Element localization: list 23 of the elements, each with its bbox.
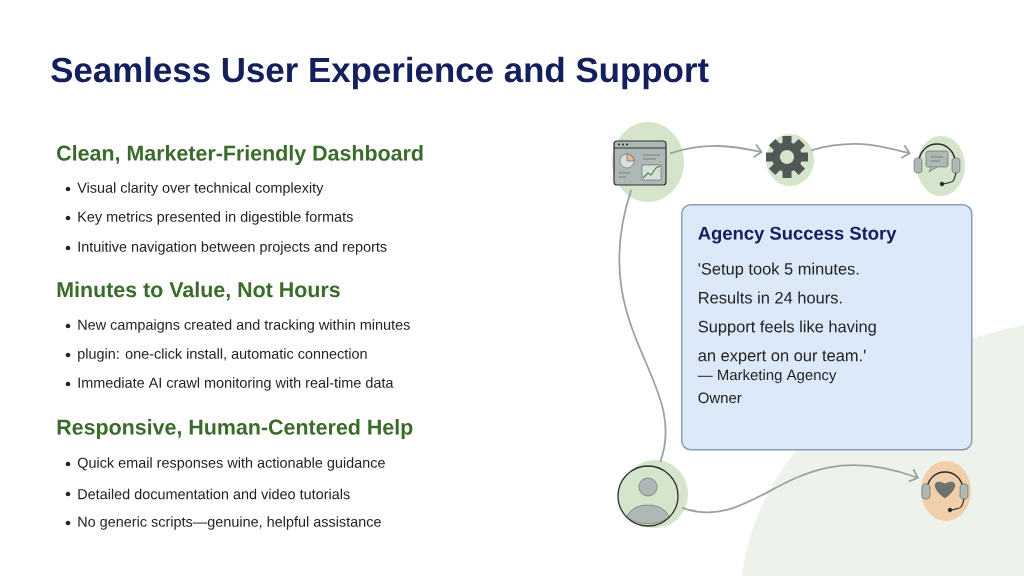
arrow bbox=[810, 143, 911, 159]
gear-icon bbox=[766, 136, 808, 178]
title: Seamless User Experience and Support bbox=[51, 56, 709, 90]
bullet-item: Immediate AI crawl monitoring with real-time data bbox=[65, 377, 394, 391]
bullet-item: Quick email responses with actionable guidance bbox=[65, 457, 385, 471]
chat-headset-icon bbox=[913, 143, 961, 187]
arrow bbox=[681, 464, 919, 513]
bullet-item: Detailed documentation and video tutorials bbox=[65, 488, 350, 500]
bullet-item: Key metrics presented in digestible formats bbox=[65, 211, 353, 225]
bullet-item: No generic scripts—genuine, helpful assistance bbox=[65, 516, 381, 530]
bullet-item: plugin: one-click install, automatic connection bbox=[65, 348, 367, 362]
arrow bbox=[669, 143, 763, 159]
bullet-item: Visual clarity over technical complexity bbox=[65, 182, 324, 196]
section-heading: Responsive, Human-Centered Help bbox=[57, 419, 413, 439]
connector-line bbox=[618, 189, 667, 463]
bullet-item: Intuitive navigation between projects and reports bbox=[65, 241, 387, 255]
person-avatar bbox=[617, 465, 679, 527]
section-heading: Clean, Marketer-Friendly Dashboard bbox=[57, 145, 423, 165]
section-heading: Minutes to Value, Not Hours bbox=[57, 281, 340, 301]
heart-headset-icon bbox=[921, 471, 969, 513]
dashboard-icon bbox=[613, 140, 667, 186]
bullet-item: New campaigns created and tracking within minutes bbox=[65, 319, 410, 333]
story-card: Agency Success Story 'Setup took 5 minutes. Results in 24 hours. Support feels like having an expert on our team.' — Marketing Agency Owner bbox=[681, 204, 973, 451]
